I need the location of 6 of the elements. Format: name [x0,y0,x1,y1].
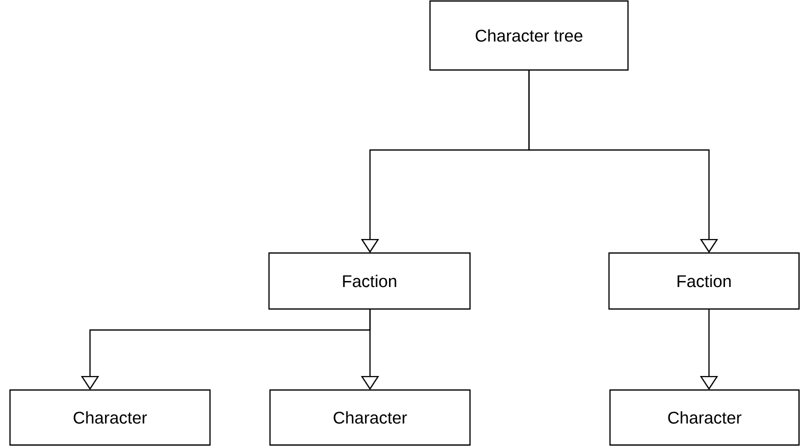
box: Character [9,389,211,446]
box: Faction [608,252,800,310]
box: Faction [268,252,471,310]
box: Character [609,389,800,446]
box: Character [269,389,471,446]
box: Character tree [429,0,629,71]
